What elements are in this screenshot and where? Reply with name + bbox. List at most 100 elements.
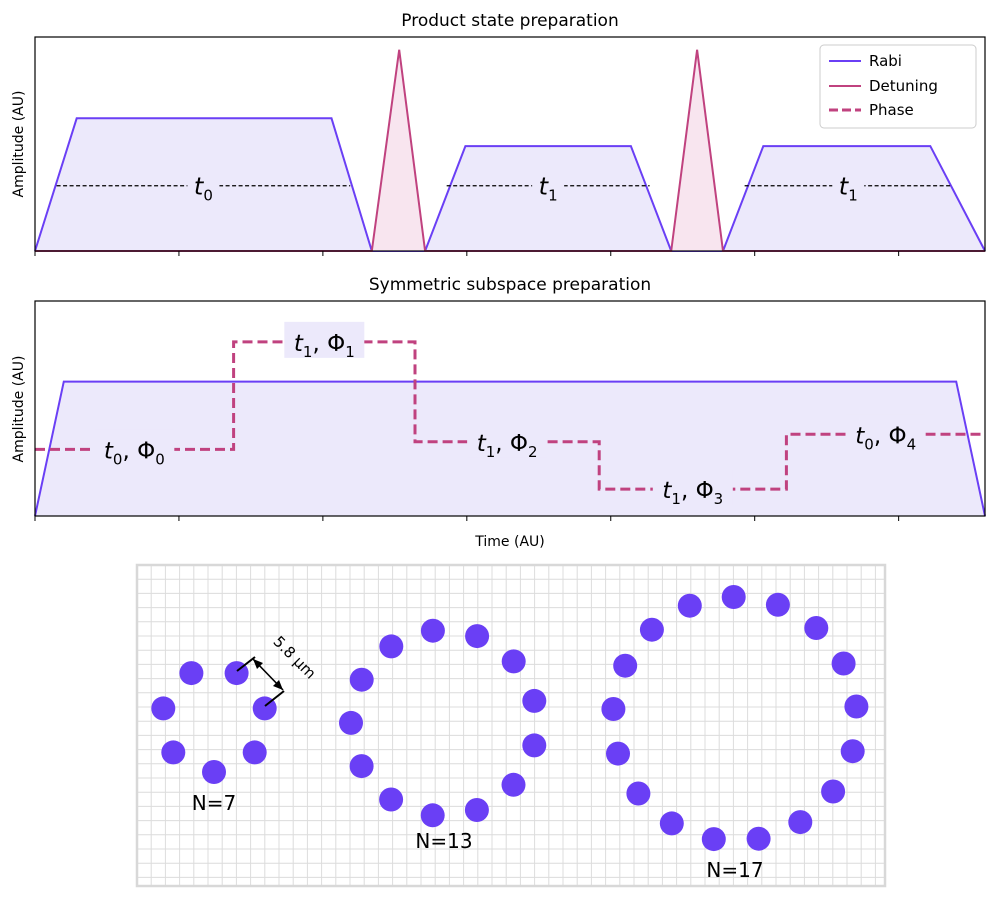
duration-subscript: 1	[848, 187, 858, 205]
atom	[831, 651, 856, 676]
scale-arrowhead-start	[253, 659, 263, 669]
duration-subscript: 0	[203, 187, 213, 205]
atom	[639, 617, 664, 642]
separator: ,	[495, 431, 510, 457]
atom	[765, 592, 790, 617]
ring-label: N=7	[192, 791, 236, 815]
legend-label-phase: Phase	[869, 101, 914, 119]
phase-step-label: t1, Φ1	[294, 331, 355, 361]
panel2-ylabel: Amplitude (AU)	[11, 356, 27, 463]
atom	[659, 811, 684, 836]
atom-ring-17: N=17	[601, 585, 869, 882]
atom	[179, 661, 204, 686]
phase-step-label-bg	[94, 429, 175, 466]
phase-subscript: 3	[714, 490, 724, 508]
atom	[242, 740, 267, 765]
panel1-x-ticks	[34, 251, 900, 256]
separator: ,	[122, 438, 137, 464]
duration-symbol: t	[662, 478, 672, 504]
scale-tick-start	[236, 656, 256, 672]
atom	[379, 634, 404, 659]
atom	[613, 653, 638, 678]
duration-symbol: t	[839, 173, 850, 201]
atom	[349, 754, 374, 779]
atom	[701, 827, 726, 852]
scale-arrowhead-end	[273, 680, 283, 690]
panel-atom-arrays: N=7N=13N=17 5.8 μm	[135, 563, 887, 888]
atom	[161, 740, 186, 765]
atom-ring-7: N=7	[151, 661, 277, 815]
phase-symbol: Φ	[888, 423, 906, 449]
atom	[804, 616, 829, 640]
phase-symbol: Φ	[696, 478, 714, 504]
legend-box	[819, 44, 977, 129]
duration-marker-label-bg	[187, 167, 220, 202]
panel1-title: Product state preparation	[401, 11, 618, 31]
duration-symbol: t	[294, 331, 304, 357]
duration-subscript: 0	[113, 450, 123, 468]
duration-subscript: 1	[486, 443, 496, 461]
duration-symbol: t	[104, 438, 114, 464]
phase-step-label: t0, Φ4	[855, 423, 916, 453]
separator: ,	[874, 423, 889, 449]
panel1-ylabel: Amplitude (AU)	[11, 91, 27, 198]
duration-subscript: 1	[548, 187, 558, 205]
phase-step-label-bg	[845, 414, 926, 451]
phase-step-label: t0, Φ0	[104, 438, 165, 468]
atom	[339, 710, 363, 735]
panel1-rabi-area	[35, 118, 985, 251]
separator: ,	[312, 331, 327, 357]
phase-symbol: Φ	[327, 331, 345, 357]
atom	[379, 787, 404, 812]
atom	[721, 585, 746, 609]
atom	[522, 733, 547, 758]
atom	[464, 798, 489, 822]
atom	[420, 803, 445, 828]
atom	[151, 696, 176, 721]
phase-subscript: 2	[528, 443, 538, 461]
phase-step-label-bg	[467, 421, 548, 458]
phase-symbol: Φ	[137, 438, 155, 464]
panel-product-state: Product state preparation Amplitude (AU)…	[11, 11, 986, 256]
atom	[844, 694, 869, 719]
atom	[501, 772, 526, 797]
atom	[821, 779, 846, 804]
duration-marker-label: t1	[539, 173, 558, 205]
atom	[840, 739, 865, 764]
phase-subscript: 4	[907, 435, 917, 453]
atom	[522, 688, 547, 713]
atom	[677, 593, 702, 618]
atom	[202, 760, 226, 784]
duration-symbol: t	[477, 431, 487, 457]
ring-label: N=17	[706, 858, 763, 882]
panel2-axes-frame	[34, 300, 986, 517]
legend-label-rabi: Rabi	[869, 52, 902, 70]
duration-subscript: 0	[864, 435, 874, 453]
panel2-rabi-line	[34, 380, 986, 517]
phase-subscript: 0	[155, 450, 165, 468]
panel2-xlabel: Time (AU)	[474, 534, 544, 550]
duration-subscript: 1	[303, 343, 313, 361]
atom	[788, 810, 813, 835]
duration-marker-label-bg	[832, 167, 865, 202]
phase-step-label-bg	[284, 321, 365, 358]
panel-symmetric-subspace: Symmetric subspace preparation Amplitude…	[11, 275, 986, 550]
panel2-x-ticks	[34, 516, 900, 521]
atom	[626, 781, 651, 806]
panel2-title: Symmetric subspace preparation	[369, 275, 651, 295]
phase-step-label: t1, Φ2	[477, 431, 538, 461]
atom	[465, 624, 490, 649]
atom	[501, 649, 526, 674]
ring-label: N=13	[415, 829, 472, 853]
duration-symbol: t	[539, 173, 550, 201]
scale-label: 5.8 μm	[270, 632, 320, 682]
phase-subscript: 1	[345, 343, 355, 361]
separator: ,	[681, 478, 696, 504]
duration-symbol: t	[855, 423, 865, 449]
atom	[601, 697, 626, 721]
duration-marker-label-bg	[532, 167, 565, 202]
phase-symbol: Φ	[510, 431, 528, 457]
